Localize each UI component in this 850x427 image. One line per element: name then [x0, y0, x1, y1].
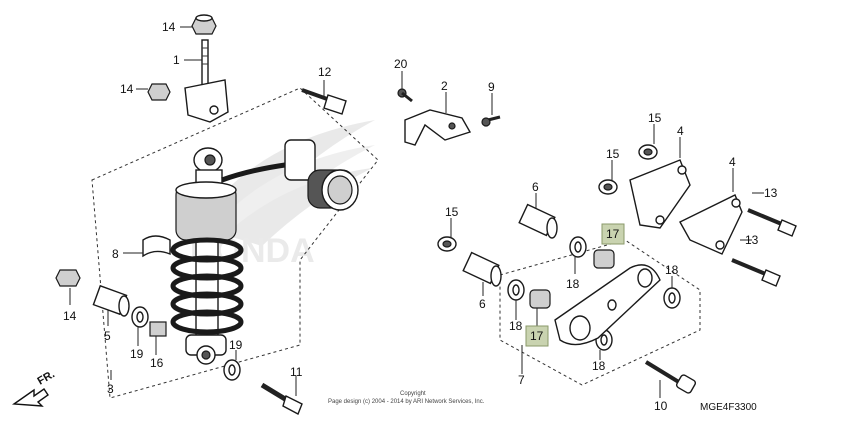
callout-13-b[interactable]: 13	[745, 233, 759, 247]
band-part-8[interactable]	[142, 235, 171, 258]
front-indicator-label: FR.	[36, 368, 57, 387]
callout-16[interactable]: 16	[150, 356, 164, 370]
nut-part-15-left[interactable]	[437, 236, 457, 252]
washer-part-18-c[interactable]	[507, 279, 525, 301]
nut-part-15-mid[interactable]	[598, 179, 618, 195]
bolt-part-12[interactable]	[301, 88, 347, 115]
callout-11[interactable]: 11	[290, 365, 303, 379]
nut-part-14-left[interactable]	[147, 83, 171, 101]
callout-17-lower[interactable]: 17	[530, 329, 544, 343]
copyright-title: Copyright	[400, 391, 426, 397]
washer-part-18-b[interactable]	[663, 287, 681, 309]
highlight-box-17-lower	[525, 325, 549, 347]
callout-20[interactable]: 20	[394, 57, 408, 71]
nut-part-15-top[interactable]	[638, 144, 658, 160]
leader-lines	[69, 26, 764, 398]
callout-15-left[interactable]: 15	[445, 205, 459, 219]
washer-part-18-a[interactable]	[569, 236, 587, 258]
callout-6-upper[interactable]: 6	[532, 180, 539, 194]
callout-15-mid[interactable]: 15	[606, 147, 620, 161]
washer-part-19-left[interactable]	[131, 306, 149, 328]
bolt-part-13-b[interactable]	[731, 258, 781, 287]
callout-4-a[interactable]: 4	[677, 124, 684, 138]
callout-5[interactable]: 5	[104, 329, 111, 343]
callout-1[interactable]: 1	[173, 53, 180, 67]
bushing-part-16[interactable]	[149, 321, 167, 337]
callout-3[interactable]: 3	[107, 382, 114, 396]
callout-19-left[interactable]: 19	[130, 347, 144, 361]
nut-part-14-bottom[interactable]	[55, 269, 81, 287]
bushing-part-17-lower[interactable]	[529, 289, 551, 309]
diagram-code: MGE4F3300	[700, 402, 757, 413]
link-assembly-outline	[499, 239, 701, 386]
bracket-part-2[interactable]	[404, 109, 472, 146]
front-direction-arrow: FR.	[11, 368, 57, 407]
callout-15-top[interactable]: 15	[648, 111, 662, 125]
bolt-part-13-a[interactable]	[747, 208, 797, 237]
bolt-part-11[interactable]	[260, 382, 303, 415]
reservoir-canister	[307, 169, 359, 211]
callout-labels: 14 1 14 12 8 14 5 19 16 19 3 11 20 2 9 1…	[63, 20, 778, 413]
washer-part-19-right[interactable]	[223, 359, 241, 381]
bolt-part-20[interactable]	[397, 88, 413, 103]
callout-18-b[interactable]: 18	[665, 263, 679, 277]
shock-spring	[170, 237, 244, 335]
callout-14-left[interactable]: 14	[120, 82, 134, 96]
callout-6-lower[interactable]: 6	[479, 297, 486, 311]
callout-7[interactable]: 7	[518, 373, 525, 387]
callout-14-top[interactable]: 14	[162, 20, 176, 34]
copyright-text: Page design (c) 2004 - 2014 by ARI Netwo…	[328, 399, 485, 405]
link-plate-part-4-a[interactable]	[629, 159, 691, 229]
upper-mount-part-1[interactable]	[184, 39, 229, 123]
callout-9[interactable]: 9	[488, 80, 495, 94]
collar-part-6-upper[interactable]	[518, 203, 558, 239]
highlight-box-17-upper	[601, 223, 625, 245]
callout-2[interactable]: 2	[441, 79, 448, 93]
callout-13-a[interactable]: 13	[764, 186, 778, 200]
collar-part-6-lower[interactable]	[462, 251, 502, 287]
bushing-part-17-upper[interactable]	[593, 249, 615, 269]
bolt-part-10[interactable]	[644, 360, 697, 394]
rear-shock-absorber[interactable]	[170, 139, 359, 365]
collar-part-5[interactable]	[92, 284, 130, 317]
link-arm-part-7[interactable]	[554, 264, 661, 346]
nut-part-14-top[interactable]	[191, 14, 217, 35]
callout-4-b[interactable]: 4	[729, 155, 736, 169]
callout-10[interactable]: 10	[654, 399, 668, 413]
link-plate-part-4-b[interactable]	[679, 194, 743, 255]
callout-14-bottom[interactable]: 14	[63, 309, 77, 323]
bolt-part-9[interactable]	[481, 115, 501, 127]
callout-12[interactable]: 12	[318, 65, 332, 79]
callout-8[interactable]: 8	[112, 247, 119, 261]
callout-17-upper[interactable]: 17	[606, 227, 620, 241]
callout-18-d[interactable]: 18	[592, 359, 606, 373]
callout-18-c[interactable]: 18	[509, 319, 523, 333]
callout-19-right[interactable]: 19	[229, 338, 243, 352]
callout-18-a[interactable]: 18	[566, 277, 580, 291]
